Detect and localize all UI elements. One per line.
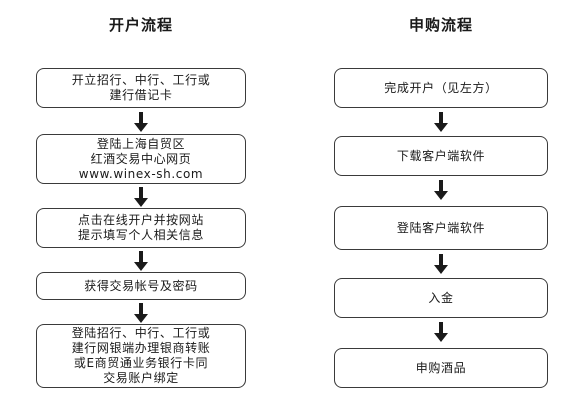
right-step-3-text: 登陆客户端软件 <box>396 220 486 235</box>
down-arrow-icon <box>134 303 148 323</box>
down-arrow-icon <box>434 254 448 274</box>
left-step-5-text: 登陆招行、中行、工行或 建行网银端办理银商转账 或E商贸通业务银行卡同 交易账户… <box>71 326 211 385</box>
down-arrow-icon <box>134 187 148 207</box>
left-step-3: 点击在线开户并按网站 提示填写个人相关信息 <box>36 208 246 248</box>
left-step-5: 登陆招行、中行、工行或 建行网银端办理银商转账 或E商贸通业务银行卡同 交易账户… <box>36 324 246 388</box>
left-step-3-text: 点击在线开户并按网站 提示填写个人相关信息 <box>77 213 204 242</box>
down-arrow-icon <box>434 180 448 200</box>
right-step-1: 完成开户（见左方） <box>334 68 548 108</box>
right-flow-title: 申购流程 <box>408 16 473 34</box>
right-step-4: 入金 <box>334 278 548 318</box>
left-step-2: 登陆上海自贸区 红酒交易中心网页 www.winex-sh.com <box>36 134 246 184</box>
left-step-4-text: 获得交易帐号及密码 <box>84 278 198 293</box>
right-step-3: 登陆客户端软件 <box>334 206 548 250</box>
right-step-5-text: 申购酒品 <box>415 360 467 375</box>
down-arrow-icon <box>134 112 148 132</box>
left-step-1-text: 开立招行、中行、工行或 建行借记卡 <box>71 73 211 102</box>
right-step-2-text: 下载客户端软件 <box>396 148 486 163</box>
left-step-2-text: 登陆上海自贸区 红酒交易中心网页 www.winex-sh.com <box>78 136 204 181</box>
down-arrow-icon <box>434 322 448 342</box>
down-arrow-icon <box>434 112 448 132</box>
right-step-5: 申购酒品 <box>334 348 548 388</box>
left-step-1: 开立招行、中行、工行或 建行借记卡 <box>36 68 246 108</box>
left-flow-title: 开户流程 <box>108 16 173 34</box>
left-step-4: 获得交易帐号及密码 <box>36 272 246 300</box>
right-step-4-text: 入金 <box>428 290 454 305</box>
right-step-1-text: 完成开户（见左方） <box>384 80 498 95</box>
right-step-2: 下载客户端软件 <box>334 136 548 176</box>
down-arrow-icon <box>134 251 148 271</box>
